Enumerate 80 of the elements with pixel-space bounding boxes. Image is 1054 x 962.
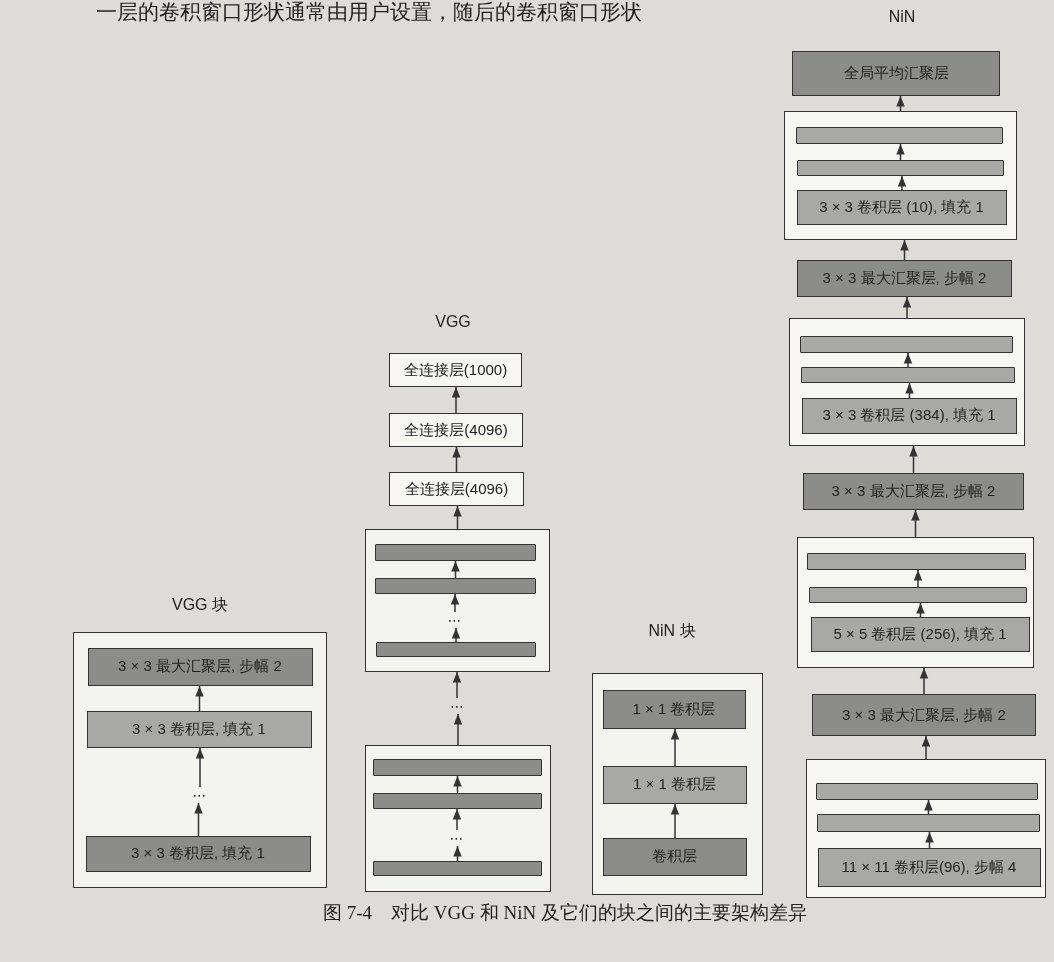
arrow [916, 602, 925, 618]
layer-bar [372, 860, 542, 876]
arrow [453, 505, 462, 530]
layer-bar [375, 641, 536, 657]
arrow [195, 685, 204, 712]
arrow [921, 735, 931, 760]
block-label: VGG [435, 313, 471, 331]
arrow [453, 775, 462, 794]
arrow [451, 627, 461, 643]
ellipsis: ⋯ [447, 698, 467, 714]
arrow [451, 560, 460, 579]
block-label: NiN 块 [648, 620, 696, 641]
layer-box: 3 × 3 卷积层, 填充 1 [85, 835, 311, 872]
arrow [670, 803, 680, 839]
ellipsis: ⋯ [444, 611, 465, 628]
layer-box: 卷积层 [602, 837, 747, 876]
layer-box: 1 × 1 卷积层 [602, 689, 746, 729]
layer-box: 3 × 3 卷积层 (10), 填充 1 [796, 189, 1007, 225]
block-label: NiN [888, 8, 916, 26]
figure-caption: 图 7-4 对比 VGG 和 NiN 及它们的块之间的主要架构差异 [323, 901, 807, 925]
arrow [919, 667, 929, 695]
layer-bar [816, 813, 1040, 832]
arrow [905, 382, 914, 399]
arrow [924, 799, 933, 815]
arrow [911, 509, 920, 538]
layer-bar [796, 159, 1004, 176]
arrow [452, 446, 461, 473]
layer-box: 3 × 3 最大汇聚层, 步幅 2 [812, 694, 1036, 736]
layer-box: 3 × 3 卷积层, 填充 1 [86, 710, 312, 748]
body-text: 一层的卷积窗口形状通常由用户设置，随后的卷积窗口形状 [96, 0, 642, 26]
arrow [925, 831, 934, 849]
arrow [453, 845, 462, 862]
layer-box: 1 × 1 卷积层 [602, 765, 747, 804]
layer-bar [374, 577, 536, 594]
block-frame [592, 673, 763, 895]
arrow [903, 352, 913, 368]
block-frame [789, 318, 1025, 446]
arrow [195, 747, 205, 788]
layer-box: 11 × 11 卷积层(96), 步幅 4 [817, 847, 1041, 887]
block-frame [365, 529, 550, 672]
arrow [670, 728, 680, 767]
layer-bar [372, 792, 542, 809]
layer-box: 3 × 3 最大汇聚层, 步幅 2 [87, 647, 313, 686]
layer-box: 全局平均汇聚层 [792, 51, 1000, 96]
arrow [902, 296, 912, 319]
layer-box: 全连接层(1000) [389, 353, 522, 387]
arrow [897, 175, 907, 191]
block-frame [784, 111, 1017, 240]
block-label: VGG 块 [172, 594, 228, 615]
layer-bar [799, 335, 1013, 353]
layer-bar [800, 366, 1015, 383]
block-frame [365, 745, 551, 892]
arrow [453, 713, 463, 746]
layer-bar [808, 586, 1027, 603]
arrow [896, 95, 905, 112]
layer-bar [806, 552, 1026, 570]
arrow [913, 569, 923, 588]
block-frame [73, 632, 327, 888]
layer-box: 5 × 5 卷积层 (256), 填充 1 [810, 616, 1030, 652]
layer-bar [795, 126, 1003, 144]
arrow [909, 445, 918, 474]
arrow [194, 802, 203, 837]
layer-bar [815, 782, 1038, 800]
layer-bar [374, 543, 536, 561]
layer-box: 全连接层(4096) [389, 472, 524, 506]
block-frame [797, 537, 1034, 668]
layer-box: 3 × 3 最大汇聚层, 步幅 2 [803, 473, 1024, 510]
arrow [900, 239, 909, 261]
block-frame [806, 759, 1046, 898]
arrow [452, 808, 462, 831]
layer-box: 3 × 3 卷积层 (384), 填充 1 [801, 397, 1017, 434]
layer-box: 3 × 3 最大汇聚层, 步幅 2 [797, 260, 1012, 297]
arrow [452, 671, 462, 699]
arrow [450, 593, 460, 613]
arrow [896, 143, 905, 161]
arrow [451, 386, 461, 414]
ellipsis: ⋯ [446, 829, 467, 846]
layer-bar [372, 758, 542, 776]
layer-box: 全连接层(4096) [389, 413, 523, 447]
ellipsis: ⋯ [189, 786, 210, 803]
